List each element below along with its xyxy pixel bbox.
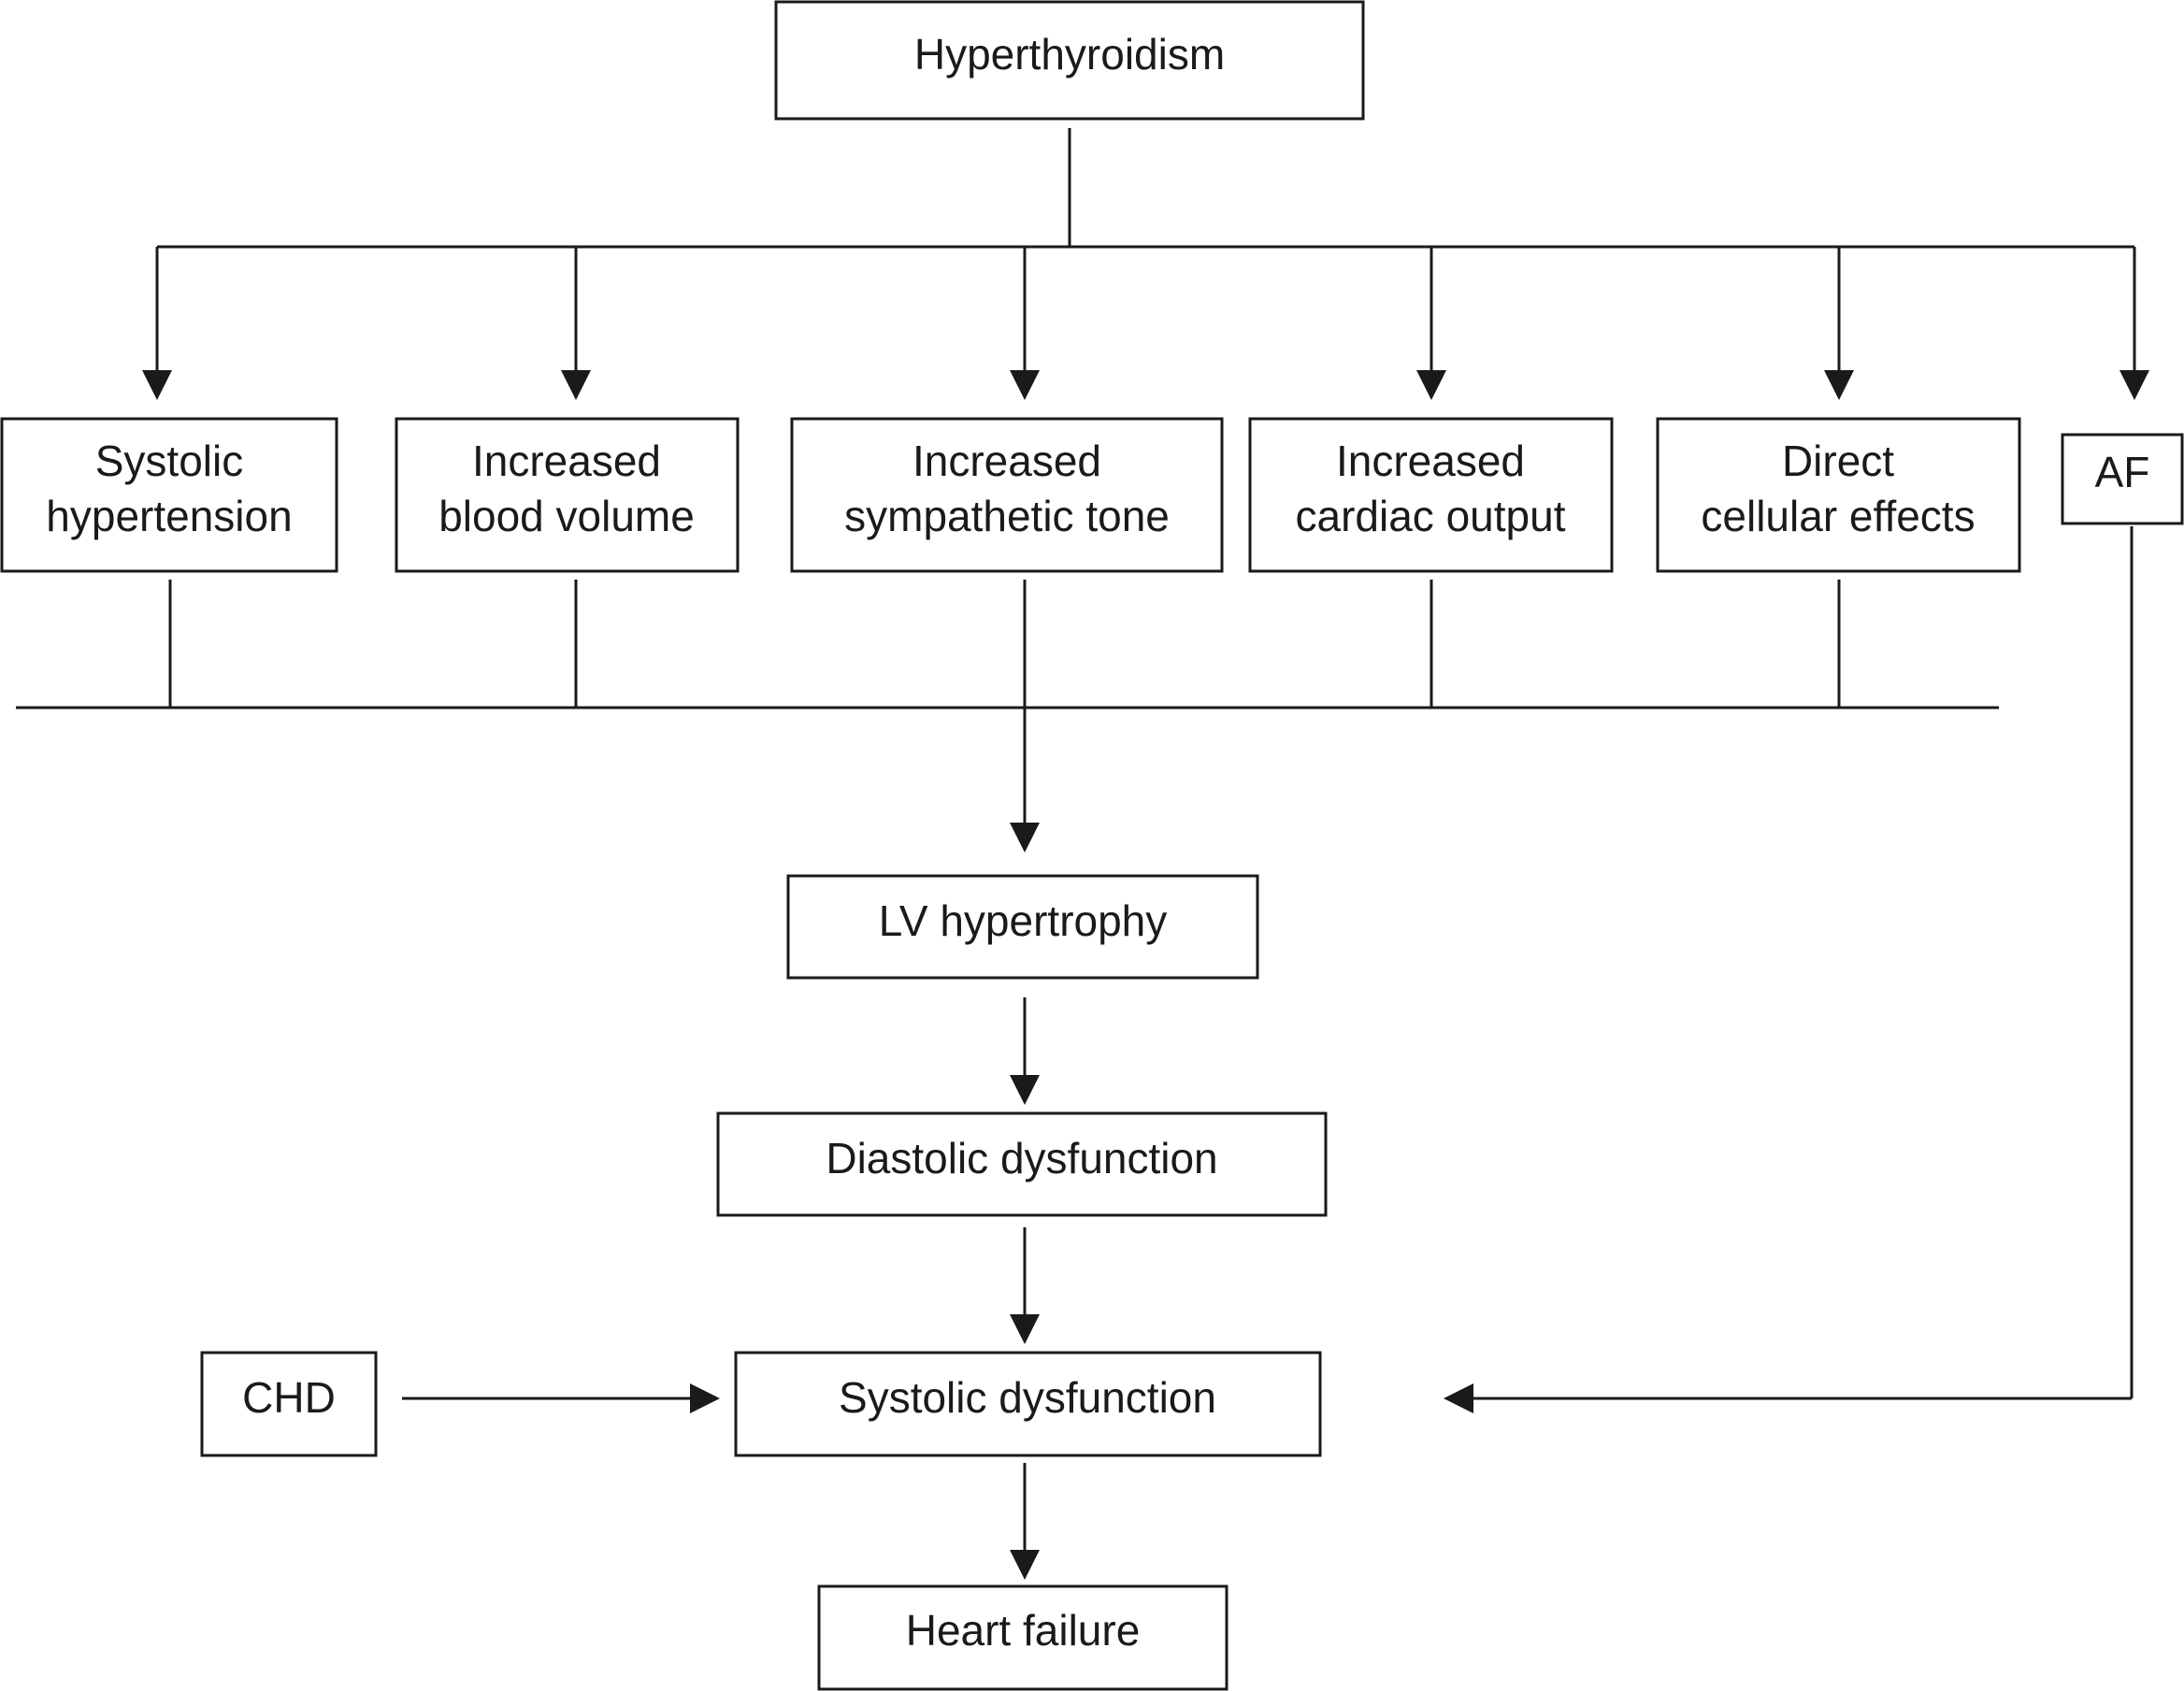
svg-text:Increased: Increased — [472, 437, 661, 485]
edges — [16, 128, 2149, 1580]
arrowhead-from-af — [1444, 1383, 1473, 1413]
arrowhead-to-heart-failure — [1010, 1550, 1040, 1580]
svg-text:cardiac output: cardiac output — [1296, 492, 1566, 540]
svg-text:Diastolic dysfunction: Diastolic dysfunction — [826, 1134, 1217, 1182]
svg-text:Increased: Increased — [1336, 437, 1525, 485]
arrowhead-from-chd — [690, 1383, 720, 1413]
svg-text:cellular effects: cellular effects — [1701, 492, 1975, 540]
node-systolic-dysfunction: Systolic dysfunction — [734, 1351, 1322, 1457]
edge-af-to-systolic-dysfunction — [1472, 526, 2134, 1400]
arrowhead-to-direct-cellular-effects — [1824, 370, 1854, 400]
svg-text:Hyperthyroidism: Hyperthyroidism — [914, 30, 1225, 79]
node-systolic-hypertension-line-1: Systolic — [95, 437, 243, 485]
node-increased-sympathetic-tone: Increased sympathetic tone — [790, 417, 1224, 573]
node-increased-cardiac-output-line-2: cardiac output — [1296, 492, 1566, 540]
node-direct-cellular-effects-line-1: Direct — [1782, 437, 1894, 485]
node-hyperthyroidism: Hyperthyroidism — [774, 0, 1365, 121]
node-af-label: AF — [2095, 448, 2150, 496]
node-hyperthyroidism-label: Hyperthyroidism — [914, 30, 1225, 79]
node-increased-sympathetic-tone-line-1: Increased — [912, 437, 1101, 485]
arrowhead-to-lv-hypertrophy — [1010, 823, 1040, 853]
svg-text:Systolic: Systolic — [95, 437, 243, 485]
arrowhead-to-increased-cardiac-output — [1416, 370, 1446, 400]
svg-text:Systolic dysfunction: Systolic dysfunction — [839, 1373, 1216, 1422]
arrowhead-to-diastolic-dysfunction — [1010, 1075, 1040, 1105]
svg-text:Heart failure: Heart failure — [906, 1606, 1141, 1655]
node-diastolic-dysfunction-label: Diastolic dysfunction — [826, 1134, 1217, 1182]
node-increased-cardiac-output-line-1: Increased — [1336, 437, 1525, 485]
node-lv-hypertrophy: LV hypertrophy — [786, 874, 1259, 980]
svg-text:LV hypertrophy: LV hypertrophy — [879, 896, 1168, 945]
node-chd: CHD — [200, 1351, 378, 1457]
arrowhead-to-increased-blood-volume — [561, 370, 591, 400]
node-heart-failure: Heart failure — [817, 1584, 1228, 1691]
node-increased-blood-volume: Increased blood volume — [395, 417, 740, 573]
svg-text:blood volume: blood volume — [438, 492, 695, 540]
node-diastolic-dysfunction: Diastolic dysfunction — [716, 1111, 1328, 1217]
svg-text:hypertension: hypertension — [46, 492, 292, 540]
node-direct-cellular-effects-line-2: cellular effects — [1701, 492, 1975, 540]
node-lv-hypertrophy-label: LV hypertrophy — [879, 896, 1168, 945]
node-heart-failure-label: Heart failure — [906, 1606, 1141, 1655]
arrowhead-to-systolic-hypertension — [142, 370, 172, 400]
node-systolic-dysfunction-label: Systolic dysfunction — [839, 1373, 1216, 1422]
node-direct-cellular-effects: Direct cellular effects — [1656, 417, 2021, 573]
node-af: AF — [2061, 433, 2184, 525]
node-increased-blood-volume-line-2: blood volume — [438, 492, 695, 540]
svg-text:CHD: CHD — [242, 1373, 336, 1422]
edge-factors-to-lv-hypertrophy — [16, 580, 1999, 824]
node-systolic-hypertension-line-2: hypertension — [46, 492, 292, 540]
arrowhead-to-af — [2119, 370, 2149, 400]
svg-text:Increased: Increased — [912, 437, 1101, 485]
svg-text:Direct: Direct — [1782, 437, 1894, 485]
node-chd-label: CHD — [242, 1373, 336, 1422]
node-increased-sympathetic-tone-line-2: sympathetic tone — [844, 492, 1170, 540]
arrowhead-to-increased-sympathetic-tone — [1010, 370, 1040, 400]
arrowhead-to-systolic-dysfunction-from-above — [1010, 1314, 1040, 1344]
svg-text:sympathetic tone: sympathetic tone — [844, 492, 1170, 540]
node-systolic-hypertension: Systolic hypertension — [0, 417, 338, 573]
edge-hyperthyroidism-fanout — [155, 128, 2136, 372]
svg-text:AF: AF — [2095, 448, 2150, 496]
node-increased-cardiac-output: Increased cardiac output — [1248, 417, 1614, 573]
node-increased-blood-volume-line-1: Increased — [472, 437, 661, 485]
